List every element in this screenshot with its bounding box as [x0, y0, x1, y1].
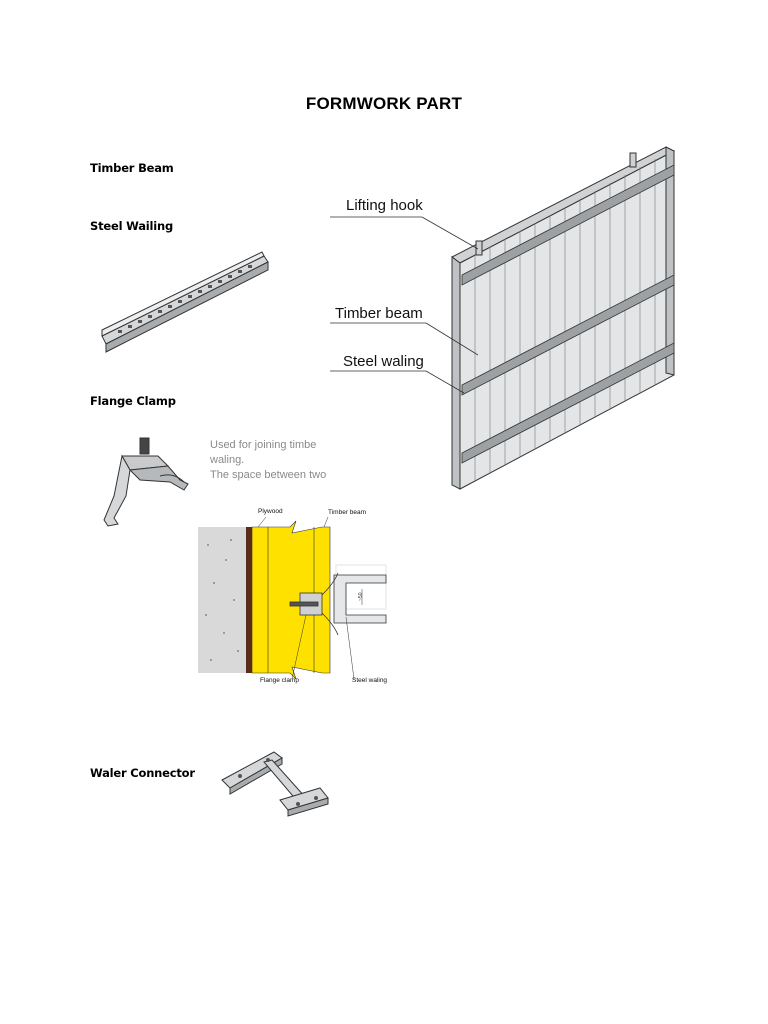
callout-steel-waling: Steel waling — [343, 353, 424, 370]
plywood-layer — [246, 527, 252, 673]
label-flange-clamp: Flange Clamp — [90, 394, 176, 408]
dimension-text: ~50 — [358, 592, 364, 601]
plywood-label: Plywood — [258, 508, 283, 515]
flange-clamp-section — [289, 572, 339, 636]
section-diagram-drawing: ~50 — [198, 516, 387, 680]
steel-walings — [461, 164, 675, 464]
flange-note-line-3: The space between two — [210, 469, 327, 481]
page-title: FORMWORK PART — [305, 94, 463, 113]
formwork-panel-illustration — [330, 146, 676, 490]
flange-note: Used for joining timbe waling. The space… — [210, 438, 326, 483]
steel-waling-diagram-label: Steel waling — [352, 677, 388, 684]
steel-waling-illustration — [101, 251, 269, 353]
timber-beam-section — [251, 520, 331, 680]
callout-timber-beam: Timber beam — [335, 305, 423, 322]
label-steel-wailing: Steel Wailing — [90, 219, 174, 233]
flange-clamp-diagram-label: Flange clamp — [260, 677, 300, 684]
flange-note-line-1: Used for joining timbe — [210, 439, 317, 451]
panel-frame — [451, 146, 676, 490]
flange-clamp-illustration — [103, 437, 189, 527]
callout-lifting-hook: Lifting hook — [346, 197, 423, 214]
concrete-block — [198, 527, 248, 673]
label-timber-beam: Timber Beam — [90, 161, 174, 175]
label-waler-connector: Waler Connector — [90, 766, 195, 780]
lifting-hooks — [475, 152, 637, 256]
section-diagram: ~50 Plywood Timber beam Flange clamp Ste… — [196, 505, 394, 691]
vertical-timber-beams — [474, 159, 656, 481]
waler-connector-illustration — [221, 751, 329, 817]
flange-note-line-2: waling. — [210, 454, 245, 466]
timber-beam-diagram-label: Timber beam — [328, 509, 367, 516]
concrete-aggregate — [205, 539, 239, 661]
steel-waling-section — [333, 564, 387, 624]
callout-leaders — [330, 216, 479, 394]
